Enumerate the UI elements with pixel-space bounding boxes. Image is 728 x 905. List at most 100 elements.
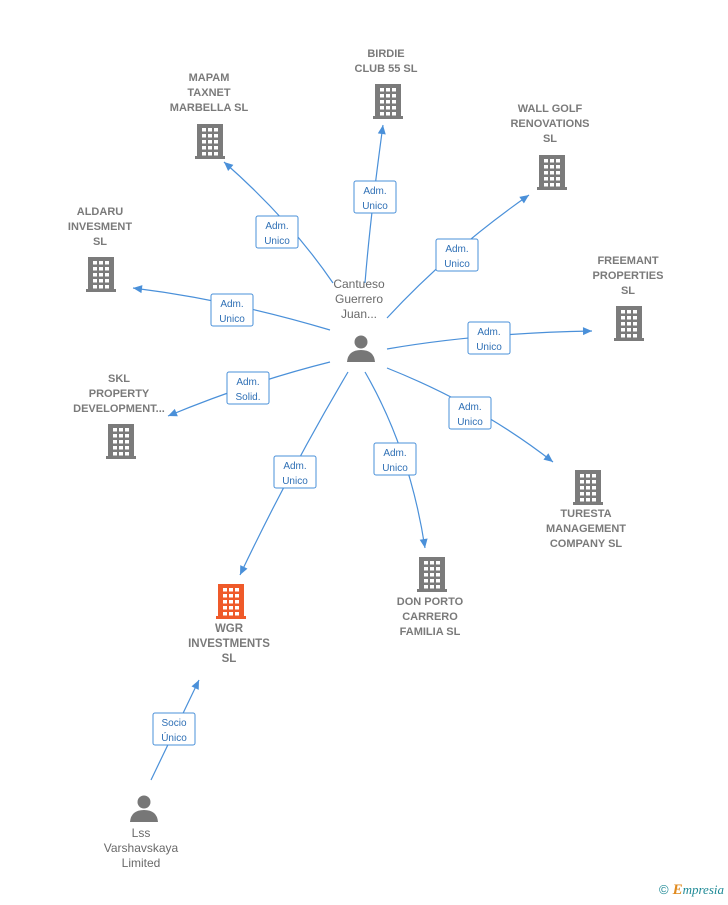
relation-label-text: Unico bbox=[362, 201, 388, 212]
building-window bbox=[556, 171, 560, 175]
relation-label[interactable]: Adm.Unico bbox=[255, 215, 299, 249]
building-window bbox=[592, 492, 596, 496]
building-window bbox=[380, 94, 384, 98]
building-window bbox=[544, 159, 548, 163]
building-window bbox=[544, 171, 548, 175]
relation-label-text: Adm. bbox=[236, 377, 259, 388]
building-window bbox=[380, 88, 384, 92]
building-window bbox=[550, 171, 554, 175]
building-window bbox=[392, 106, 396, 110]
building-window bbox=[621, 328, 625, 332]
building-window bbox=[544, 165, 548, 169]
building-window bbox=[214, 134, 218, 138]
building-base bbox=[614, 338, 644, 341]
relation-label[interactable]: Adm.Unico bbox=[435, 238, 479, 272]
relation-label[interactable]: Adm.Unico bbox=[448, 396, 492, 430]
relation-label[interactable]: Adm.Unico bbox=[210, 293, 254, 327]
relation-edge-cantueso-skl: Adm.Solid. bbox=[167, 361, 331, 417]
building-window bbox=[235, 606, 239, 610]
building-window bbox=[208, 146, 212, 150]
building-window bbox=[202, 140, 206, 144]
arrow-head-icon bbox=[543, 453, 553, 462]
relation-label[interactable]: Adm.Unico bbox=[373, 442, 417, 476]
empresia-brand[interactable]: ©Empresia bbox=[659, 882, 724, 899]
building-window bbox=[550, 183, 554, 187]
building-window bbox=[113, 434, 117, 438]
building-icon bbox=[373, 84, 403, 119]
building-window bbox=[430, 579, 434, 583]
building-window bbox=[633, 328, 637, 332]
building-icon bbox=[417, 557, 447, 592]
node-label-line: DON PORTO bbox=[397, 596, 464, 608]
building-window bbox=[392, 94, 396, 98]
building-window bbox=[592, 498, 596, 502]
building-window bbox=[229, 588, 233, 592]
building-window bbox=[214, 140, 218, 144]
node-label-line: Limited bbox=[122, 856, 161, 870]
node-label-line: Guerrero bbox=[335, 292, 383, 306]
relation-edge-cantueso-turesta: Adm.Unico bbox=[386, 367, 554, 463]
building-window bbox=[627, 328, 631, 332]
building-window bbox=[208, 152, 212, 156]
building-window bbox=[424, 585, 428, 589]
building-window bbox=[202, 152, 206, 156]
relation-label-box bbox=[255, 215, 299, 249]
building-base bbox=[373, 116, 403, 119]
relation-label[interactable]: Adm.Solid. bbox=[226, 371, 270, 405]
relation-label-text: Unico bbox=[444, 259, 470, 270]
relation-label-text: Único bbox=[161, 731, 187, 744]
relation-label-text: Adm. bbox=[477, 327, 500, 338]
node-label-line: PROPERTY bbox=[89, 388, 150, 400]
building-window bbox=[430, 567, 434, 571]
relation-label-text: Unico bbox=[457, 417, 483, 428]
building-window bbox=[99, 261, 103, 265]
node-label-line: SL bbox=[621, 285, 635, 297]
building-window bbox=[99, 279, 103, 283]
building-window bbox=[223, 594, 227, 598]
building-window bbox=[208, 140, 212, 144]
building-window bbox=[556, 159, 560, 163]
node-label-line: SL bbox=[222, 653, 237, 665]
building-window bbox=[430, 573, 434, 577]
person-head bbox=[137, 795, 151, 809]
building-window bbox=[380, 100, 384, 104]
copyright-icon: © bbox=[658, 882, 669, 897]
arrow-head-icon bbox=[224, 162, 234, 171]
building-window bbox=[105, 273, 109, 277]
building-window bbox=[113, 452, 117, 456]
relation-label-text: Adm. bbox=[220, 299, 243, 310]
building-window bbox=[586, 480, 590, 484]
building-window bbox=[621, 322, 625, 326]
building-base bbox=[537, 187, 567, 190]
building-window bbox=[119, 440, 123, 444]
relation-label[interactable]: Adm. Unico bbox=[353, 180, 397, 214]
building-window bbox=[380, 106, 384, 110]
building-window bbox=[633, 334, 637, 338]
company-node-skl[interactable]: SKLPROPERTYDEVELOPMENT... bbox=[73, 373, 165, 459]
building-window bbox=[235, 588, 239, 592]
node-label-line: TAXNET bbox=[187, 87, 230, 99]
building-window bbox=[592, 474, 596, 478]
building-window bbox=[105, 267, 109, 271]
relation-label-text: Unico bbox=[382, 463, 408, 474]
building-window bbox=[580, 492, 584, 496]
node-label-line: FAMILIA SL bbox=[400, 626, 461, 638]
relation-label-text: Adm. bbox=[363, 186, 386, 197]
person-node-cantueso[interactable]: CantuesoGuerreroJuan... bbox=[333, 277, 385, 362]
relation-label[interactable]: Adm.Unico bbox=[467, 321, 511, 355]
building-window bbox=[621, 310, 625, 314]
building-window bbox=[386, 100, 390, 104]
relation-label[interactable]: Adm.Unico bbox=[273, 455, 317, 489]
building-window bbox=[208, 134, 212, 138]
building-window bbox=[633, 322, 637, 326]
